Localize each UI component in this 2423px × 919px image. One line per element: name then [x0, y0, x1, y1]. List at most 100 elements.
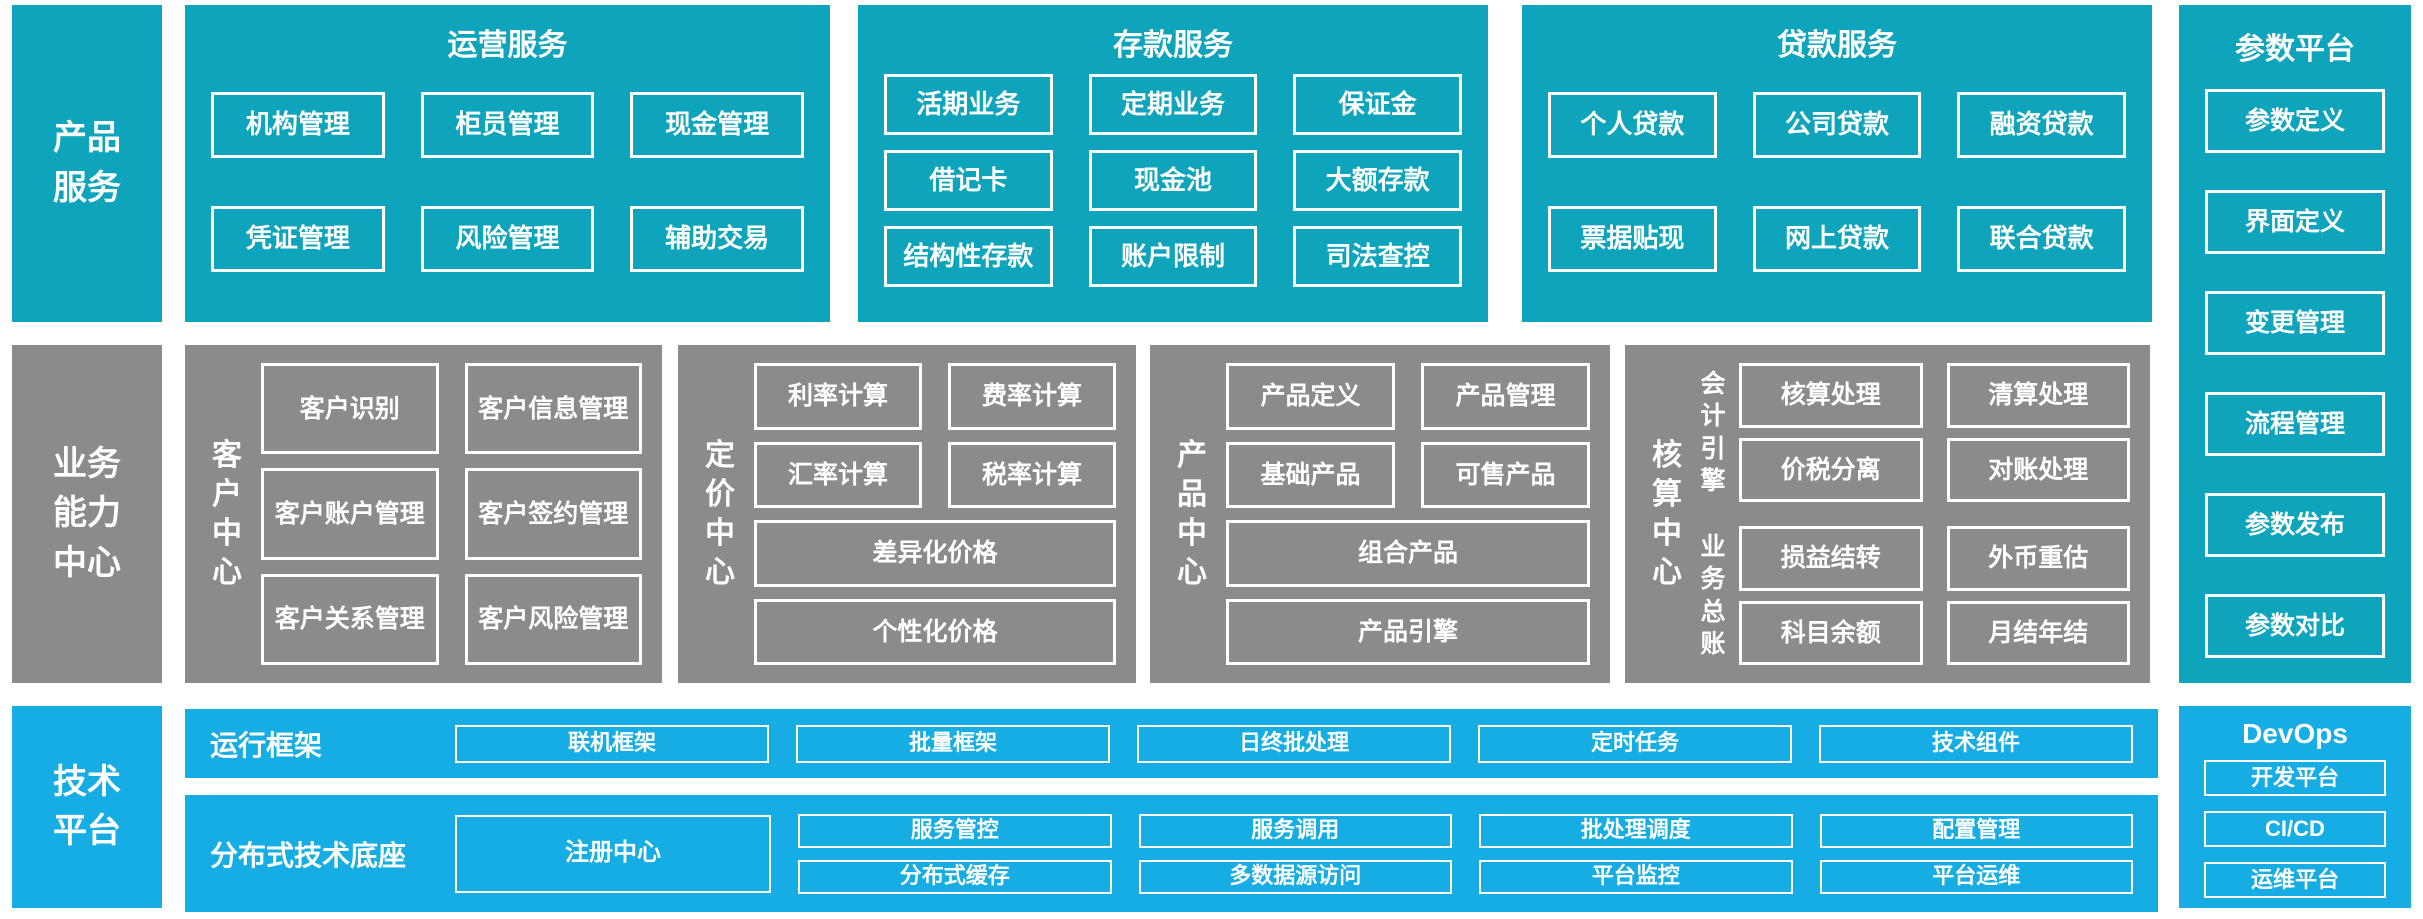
- strip-label: 运行框架: [210, 729, 323, 761]
- module-box: 活期业务: [884, 74, 1053, 135]
- module-box: 清算处理: [1946, 363, 2130, 428]
- panel-title: 存款服务: [1113, 29, 1233, 62]
- panel-title: DevOps: [2242, 718, 2348, 749]
- center-name-text: 产品中心: [1177, 439, 1207, 589]
- module-box: 注册中心: [455, 814, 771, 893]
- module-box: 客户识别: [261, 363, 439, 455]
- module-box: 联机框架: [455, 724, 769, 763]
- center-name: 定价中心: [698, 363, 742, 665]
- business-ledger-group: 业务总账 损益结转 外币重估 科目余额 月结年结: [1695, 526, 2130, 665]
- accounting-groups: 会计引擎 核算处理 清算处理 价税分离 对账处理 业务总账 损益结转 外币重估 …: [1695, 363, 2130, 665]
- module-box: 外币重估: [1946, 526, 2130, 591]
- group-name-text: 会计引擎: [1700, 369, 1726, 496]
- module-box: 个人贷款: [1548, 92, 1717, 158]
- module-box: 票据贴现: [1548, 206, 1717, 272]
- module-box: 大额存款: [1293, 150, 1462, 211]
- module-box: 服务管控: [798, 813, 1112, 848]
- accounting-engine-grid: 核算处理 清算处理 价税分离 对账处理: [1739, 363, 2130, 502]
- loan-grid: 个人贷款 公司贷款 融资贷款 票据贴现 网上贷款 联合贷款: [1548, 92, 2126, 272]
- module-box: 借记卡: [884, 150, 1053, 211]
- panel-customer-center: 客户中心 客户识别 客户信息管理 客户账户管理 客户签约管理 客户关系管理 客户…: [185, 345, 662, 683]
- panel-distributed-base: 分布式技术底座 注册中心 服务管控 服务调用 批处理调度 配置管理 分布式缓存 …: [185, 795, 2158, 912]
- region-label-tech-platform: 技术平台: [12, 706, 162, 908]
- module-box: 月结年结: [1946, 600, 2130, 665]
- pricing-grid: 利率计算 费率计算 汇率计算 税率计算 差异化价格 个性化价格: [754, 363, 1116, 665]
- panel-pricing-center: 定价中心 利率计算 费率计算 汇率计算 税率计算 差异化价格 个性化价格: [678, 345, 1136, 683]
- module-box: 客户账户管理: [261, 468, 439, 560]
- module-box: 税率计算: [948, 441, 1116, 508]
- module-box: 机构管理: [211, 92, 385, 158]
- module-box: 服务调用: [1138, 813, 1452, 848]
- module-box: 平台运维: [1819, 859, 2133, 894]
- module-box: 风险管理: [420, 206, 595, 272]
- business-ledger-grid: 损益结转 外币重估 科目余额 月结年结: [1739, 526, 2130, 665]
- panel-devops: DevOps 开发平台 CI/CD 运维平台: [2179, 706, 2411, 908]
- center-name-text: 定价中心: [705, 439, 735, 589]
- parameter-stack: 参数定义 界面定义 变更管理 流程管理 参数发布 参数对比: [2205, 89, 2385, 658]
- module-box: 联合贷款: [1957, 206, 2126, 272]
- module-box: 可售产品: [1421, 441, 1590, 508]
- center-name-text: 客户中心: [212, 439, 242, 589]
- module-box: 费率计算: [948, 363, 1116, 430]
- group-name-text: 业务总账: [1700, 532, 1726, 659]
- customer-grid: 客户识别 客户信息管理 客户账户管理 客户签约管理 客户关系管理 客户风险管理: [261, 363, 642, 665]
- module-box: 客户关系管理: [261, 573, 439, 665]
- runtime-boxes: 联机框架 批量框架 日终批处理 定时任务 技术组件: [455, 724, 2133, 763]
- module-box: 多数据源访问: [1138, 859, 1452, 894]
- panel-title: 运营服务: [447, 29, 568, 62]
- module-box: 参数对比: [2205, 594, 2385, 658]
- module-box: 变更管理: [2205, 291, 2385, 355]
- module-box: 配置管理: [1819, 813, 2133, 848]
- deposit-grid: 活期业务 定期业务 保证金 借记卡 现金池 大额存款 结构性存款 账户限制 司法…: [884, 74, 1462, 287]
- module-box: 辅助交易: [630, 206, 804, 272]
- module-box: 账户限制: [1088, 226, 1258, 287]
- distributed-grid: 服务管控 服务调用 批处理调度 配置管理 分布式缓存 多数据源访问 平台监控 平…: [798, 813, 2133, 894]
- module-box: 凭证管理: [211, 206, 385, 272]
- module-box: 个性化价格: [754, 598, 1116, 665]
- center-name: 产品中心: [1170, 363, 1214, 665]
- module-box: 客户签约管理: [464, 468, 642, 560]
- group-name: 业务总账: [1695, 526, 1731, 665]
- module-box: 利率计算: [754, 363, 922, 430]
- module-box: 核算处理: [1739, 363, 1923, 428]
- module-box: 参数发布: [2205, 493, 2385, 557]
- strip-label: 分布式技术底座: [210, 839, 407, 871]
- module-box: 日终批处理: [1137, 724, 1451, 763]
- module-box: 融资贷款: [1957, 92, 2126, 158]
- module-box: 损益结转: [1739, 526, 1923, 591]
- center-name: 核算中心: [1645, 363, 1689, 665]
- module-box: 产品引擎: [1226, 598, 1590, 665]
- module-box: 差异化价格: [754, 520, 1116, 587]
- region-label-text: 产品服务: [53, 119, 121, 207]
- module-box: 流程管理: [2205, 392, 2385, 456]
- group-name: 会计引擎: [1695, 363, 1731, 502]
- region-label-product-services: 产品服务: [12, 5, 162, 322]
- accounting-engine-group: 会计引擎 核算处理 清算处理 价税分离 对账处理: [1695, 363, 2130, 502]
- module-box: 保证金: [1293, 74, 1462, 135]
- module-box: 分布式缓存: [798, 859, 1112, 894]
- module-box: 汇率计算: [754, 441, 922, 508]
- center-name: 客户中心: [205, 363, 249, 665]
- module-box: 柜员管理: [420, 92, 595, 158]
- module-box: 对账处理: [1946, 437, 2130, 502]
- region-label-text: 技术平台: [53, 762, 121, 850]
- panel-loan-services: 贷款服务 个人贷款 公司贷款 融资贷款 票据贴现 网上贷款 联合贷款: [1522, 5, 2152, 322]
- module-box: 产品管理: [1421, 363, 1590, 430]
- module-box: 组合产品: [1226, 520, 1590, 587]
- module-box: 客户风险管理: [464, 573, 642, 665]
- module-box: 基础产品: [1226, 441, 1395, 508]
- module-box: 科目余额: [1739, 600, 1923, 665]
- module-box: 司法查控: [1293, 226, 1462, 287]
- module-box: 定期业务: [1088, 74, 1258, 135]
- module-box: 技术组件: [1819, 724, 2133, 763]
- module-box: 批量框架: [796, 724, 1110, 763]
- module-box: 定时任务: [1478, 724, 1792, 763]
- operations-grid: 机构管理 柜员管理 现金管理 凭证管理 风险管理 辅助交易: [211, 92, 804, 272]
- module-box: 现金管理: [630, 92, 804, 158]
- panel-operations-services: 运营服务 机构管理 柜员管理 现金管理 凭证管理 风险管理 辅助交易: [185, 5, 830, 322]
- panel-deposit-services: 存款服务 活期业务 定期业务 保证金 借记卡 现金池 大额存款 结构性存款 账户…: [858, 5, 1488, 322]
- module-box: 客户信息管理: [464, 363, 642, 455]
- panel-title: 贷款服务: [1777, 29, 1897, 62]
- product-grid: 产品定义 产品管理 基础产品 可售产品 组合产品 产品引擎: [1226, 363, 1590, 665]
